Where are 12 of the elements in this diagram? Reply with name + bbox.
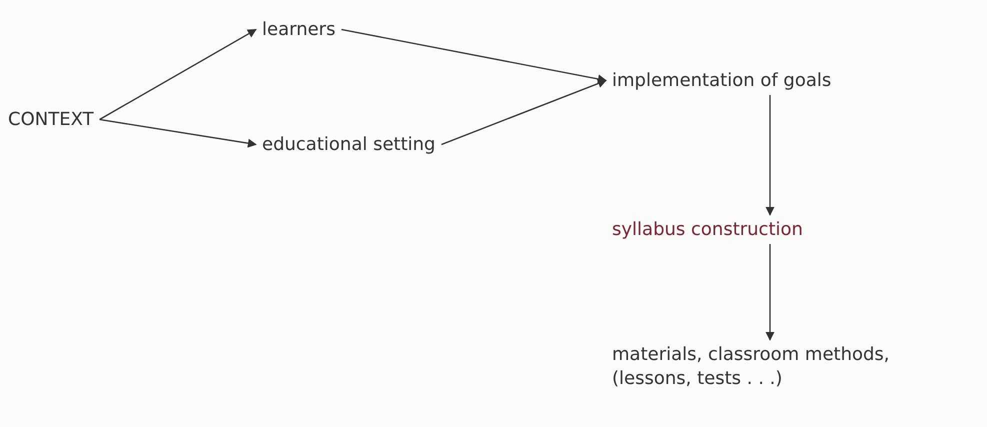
- node-text: educational setting: [262, 133, 462, 157]
- arrow: [99, 28, 257, 120]
- node-text: implementation of goals: [612, 69, 872, 93]
- arrow: [766, 95, 774, 216]
- arrow: [100, 118, 257, 148]
- node-text: CONTEXT: [8, 108, 158, 132]
- node-text: syllabus construction: [612, 218, 832, 242]
- node-text: materials, classroom methods, (lessons, tests . . .): [612, 343, 942, 391]
- arrow: [441, 79, 607, 146]
- arrow: [766, 244, 774, 341]
- node-text: learners: [262, 18, 362, 42]
- arrow: [341, 28, 607, 84]
